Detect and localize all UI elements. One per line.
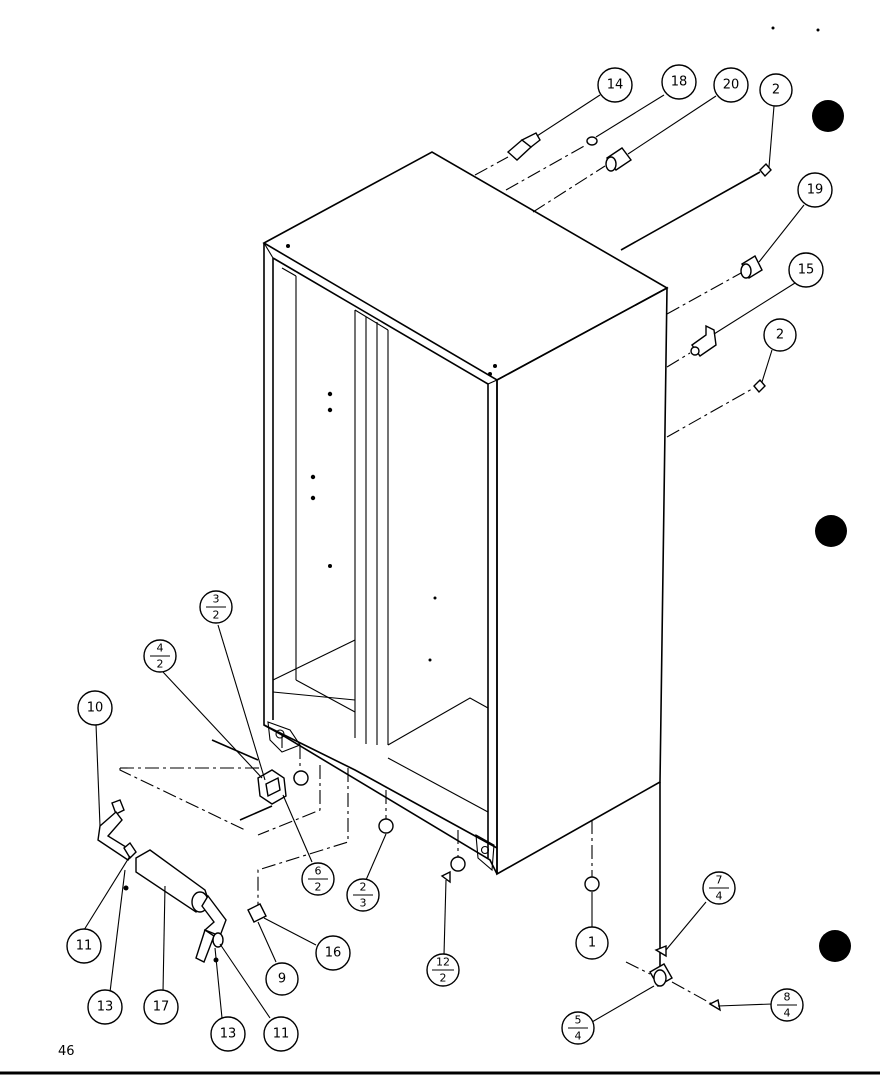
callout-8-4: 8 4 [770,988,804,1022]
callout-2-upper: 2 [759,73,793,107]
callout-11-right: 11 [263,1016,299,1052]
callout-16: 16 [315,935,351,971]
callout-14: 14 [597,67,633,103]
svg-text:13: 13 [220,1027,237,1042]
part-1-leg [584,876,600,892]
callout-4-2: 4 2 [143,639,177,673]
svg-text:2: 2 [315,881,322,894]
svg-text:16: 16 [325,946,342,961]
top-rear-parts [474,94,805,438]
callout-1: 1 [575,926,609,960]
callout-18: 18 [661,64,697,100]
hinge-assembly [211,739,307,821]
binder-hole-bottom [819,930,851,962]
svg-text:9: 9 [278,972,286,987]
callout-19: 19 [797,172,833,208]
svg-text:12: 12 [436,956,450,969]
svg-text:13: 13 [97,1000,114,1015]
callout-5-4: 5 4 [561,1011,595,1045]
svg-text:15: 15 [798,263,815,278]
svg-text:17: 17 [153,1000,170,1015]
svg-text:2: 2 [776,328,784,343]
callout-17: 17 [143,989,179,1025]
callout-7-4: 7 4 [702,871,736,905]
callout-15: 15 [788,252,824,288]
callout-13-left: 13 [87,989,123,1025]
svg-text:6: 6 [315,865,322,878]
svg-text:2: 2 [213,609,220,622]
svg-text:4: 4 [784,1007,791,1020]
part-12-2-leg [440,856,466,884]
part-20-fitting [605,147,633,172]
part-19-bushing [740,255,763,279]
svg-text:19: 19 [807,183,824,198]
svg-text:14: 14 [607,78,624,93]
svg-text:4: 4 [716,890,723,903]
bottom-right-parts [293,770,773,1023]
svg-text:20: 20 [723,78,740,93]
part-2-3-leg [378,818,394,834]
part-15-bracket [690,324,717,357]
svg-text:3: 3 [360,897,367,910]
page-number: 46 [58,1044,75,1059]
drain-tube-assembly [97,810,227,963]
cabinet-shell [262,151,669,876]
part-5-4-hinge [649,963,673,987]
svg-text:11: 11 [273,1027,290,1042]
callout-13-right: 13 [210,1016,246,1052]
callout-9: 9 [265,962,299,996]
svg-text:2: 2 [772,83,780,98]
callout-3-2: 3 2 [199,590,233,624]
svg-text:1: 1 [588,936,596,951]
part-2-screw-lower [753,378,766,394]
callout-11-left: 11 [66,928,102,964]
svg-text:2: 2 [440,972,447,985]
svg-text:5: 5 [575,1014,582,1027]
binder-hole-top [812,100,844,132]
svg-text:4: 4 [575,1030,582,1043]
svg-text:3: 3 [213,593,220,606]
binder-hole-middle [815,515,847,547]
callout-10: 10 [77,690,113,726]
svg-text:2: 2 [360,881,367,894]
part-9-clip [247,903,267,923]
bottom-left-parts [83,624,349,1019]
callout-2-lower: 2 [763,318,797,352]
callout-12-2: 12 2 [426,953,460,987]
svg-text:4: 4 [157,642,164,655]
callout-6-2: 6 2 [301,862,335,896]
svg-text:2: 2 [157,658,164,671]
svg-text:7: 7 [716,874,723,887]
svg-text:11: 11 [76,939,93,954]
callout-20: 20 [713,67,749,103]
callout-2-3: 2 3 [346,878,380,912]
part-2-screw-upper [759,162,772,178]
part-18-grommet [586,136,598,146]
svg-text:8: 8 [784,991,791,1004]
svg-text:18: 18 [671,75,688,90]
part-14-plug [506,132,541,161]
svg-text:10: 10 [87,701,104,716]
